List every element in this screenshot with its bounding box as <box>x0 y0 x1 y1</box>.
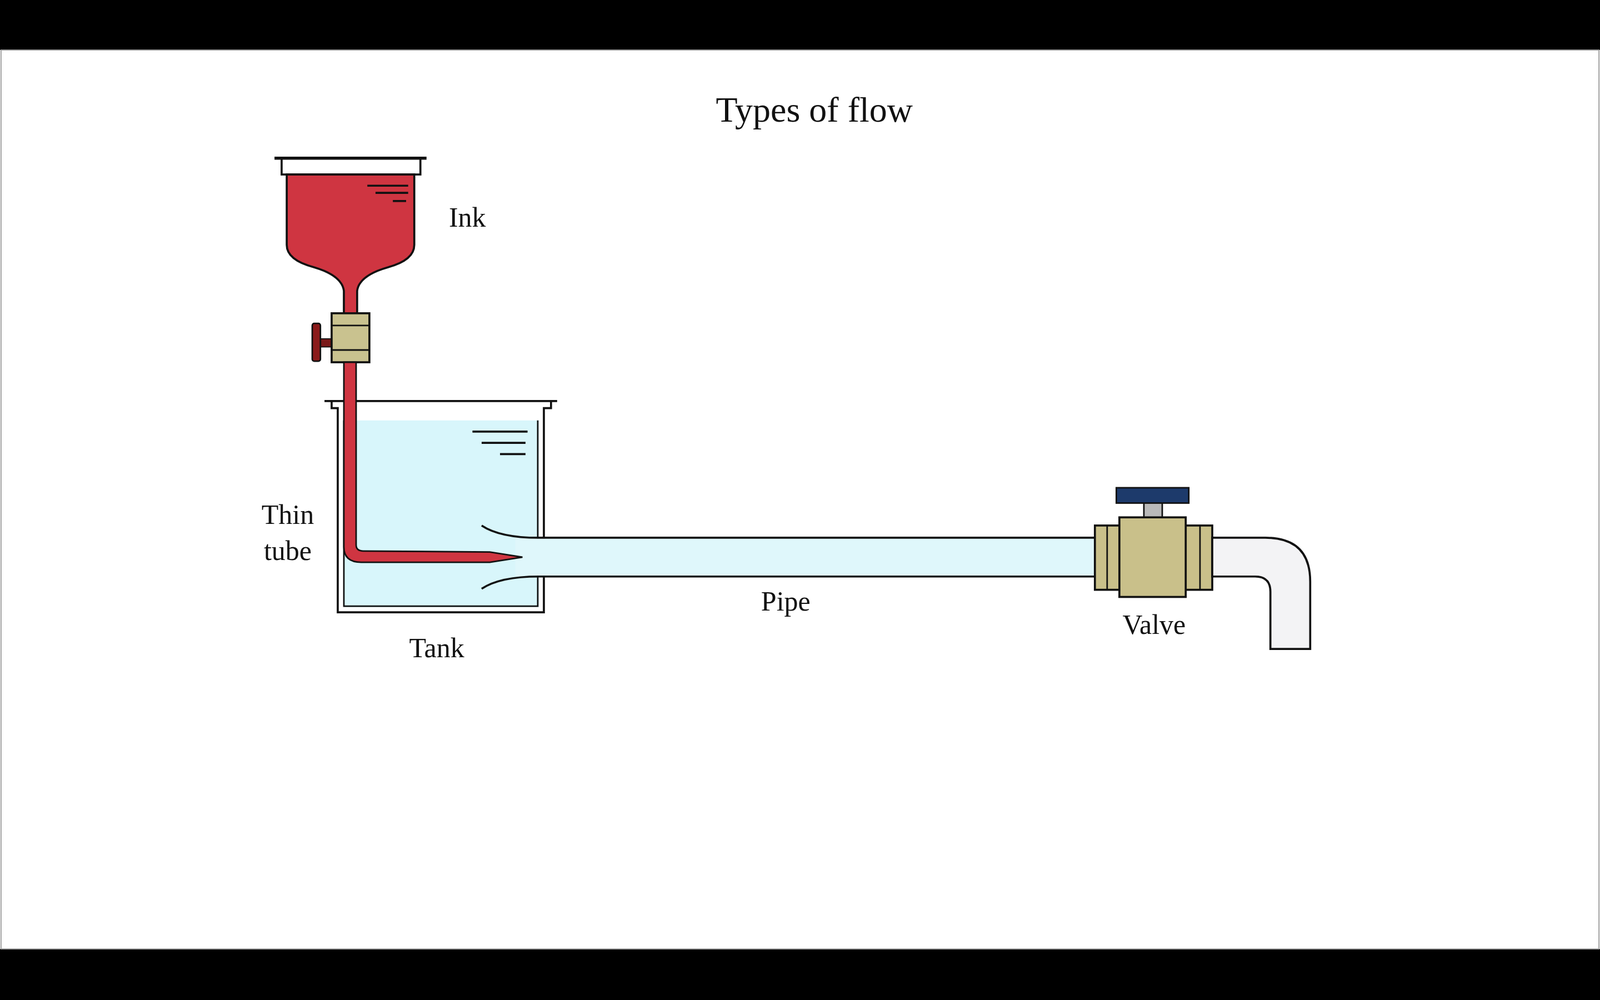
part-label: Tank <box>408 630 464 667</box>
diagram-title: Types of flow <box>715 87 913 134</box>
part-label: Valve <box>1122 606 1186 643</box>
part-label: Pipe <box>761 582 811 619</box>
part-label: Ink <box>448 199 487 236</box>
part-label: Thin tube <box>251 496 324 569</box>
